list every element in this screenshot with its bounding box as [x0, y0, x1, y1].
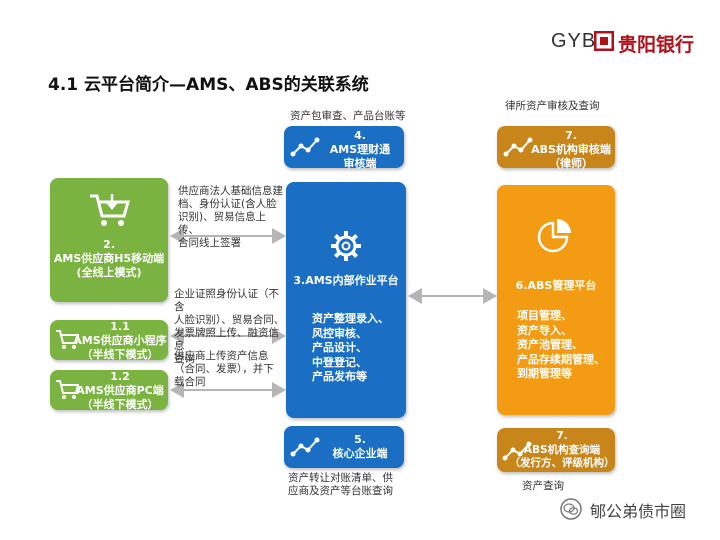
node-line: （律师）	[549, 157, 593, 170]
node-pc: 1.2 AMS供应商PC端 （半线下模式）	[50, 370, 168, 411]
bank-name: 贵阳银行	[618, 34, 695, 56]
node-num: 1.2	[110, 370, 130, 383]
label-line: 载合同	[174, 376, 206, 388]
node-line: （半线下模式）	[81, 348, 159, 361]
label-line: 识别)、贸易信息上传、	[178, 211, 267, 236]
node-title: 6.ABS管理平台	[515, 279, 597, 292]
list-item: 产品发布等	[312, 370, 367, 383]
list-item: 项目管理、	[517, 309, 572, 322]
label-line: 应商及资产等台账查询	[288, 485, 393, 497]
label-line: 合同线上签署	[178, 237, 241, 249]
node-num: 1.1	[110, 320, 130, 333]
node-line: ABS机构审核端	[531, 143, 611, 156]
list-item: 资产池管理、	[517, 338, 583, 351]
asset-query-label: 资产查询	[522, 480, 564, 492]
node-num: 4.	[354, 129, 366, 142]
label-line: （合同、发票），并下	[174, 363, 274, 375]
node-line: AMS供应商H5移动端	[53, 252, 165, 265]
list-item: 产品设计、	[312, 341, 367, 354]
node-line: AMS理财通	[329, 143, 391, 156]
list-item: 资产整理录入、	[312, 312, 389, 325]
watermark-text: 郇公弟债市圈	[590, 502, 687, 521]
chart-trend-icon	[503, 137, 533, 157]
node-ams-internal: 3.AMS内部作业平台 资产整理录入、 风控审核、 产品设计、 中登登记、 产品…	[286, 182, 406, 418]
node-line: AMS供应商PC端	[76, 384, 164, 397]
node-title: 3.AMS内部作业平台	[293, 274, 399, 287]
shopping-cart-icon	[90, 194, 130, 226]
node-num: 7.	[556, 430, 568, 442]
pie-chart-icon	[537, 219, 571, 253]
node-h5: 2. AMS供应商H5移动端 (全线上模式)	[50, 178, 168, 302]
list-item: 中登登记、	[312, 355, 367, 369]
node-num: 7.	[565, 129, 577, 142]
node-core-enterprise: 5. 核心企业端	[284, 426, 404, 468]
label-line: 查询	[174, 353, 195, 365]
node-line: (全线上模式)	[76, 266, 142, 279]
label-line: 供应商上传资产信息	[174, 350, 269, 362]
bank-logo-icon	[594, 31, 614, 51]
label-line: 资产转让对账清单、供	[288, 472, 393, 484]
list-item: 产品存续期管理、	[517, 352, 605, 366]
label-line: 档、身份认证(含人脸	[178, 198, 277, 210]
enterprise-cert-label: 企业证照身份认证（不含 人脸识别）、贸易合同、 发票牌照上传、融资信息 查询	[174, 288, 286, 366]
supplier-upload-label: 供应商上传资产信息 （合同、发票），并下 载合同	[174, 350, 286, 389]
shopping-cart-icon	[56, 380, 79, 399]
label-line: 供应商法人基础信息建	[178, 185, 283, 197]
node-line: AMS供应商小程序	[73, 334, 167, 347]
list-item: 风控审核、	[312, 326, 367, 340]
list-item: 到期管理等	[517, 367, 572, 380]
label-line: 发票牌照上传、融资信息	[174, 327, 279, 352]
node-abs-audit: 7. ABS机构审核端 （律师）	[497, 126, 615, 170]
label-line: 企业证照身份认证（不含	[174, 288, 279, 313]
node-mini-program: 1.1 AMS供应商小程序 （半线下模式）	[50, 320, 168, 361]
node-line: 审核端	[343, 157, 377, 170]
gear-icon	[331, 231, 361, 261]
node-line: 核心企业端	[332, 447, 388, 460]
wechat-icon	[560, 498, 582, 520]
chart-trend-icon	[502, 441, 532, 461]
label-line: 人脸识别）、贸易合同、	[174, 314, 285, 326]
node-num: 5.	[354, 433, 366, 446]
logo-text: GYB	[551, 30, 597, 52]
node-line: ABS机构查询端	[523, 443, 601, 456]
node-ams-finance: 4. AMS理财通 审核端	[284, 126, 404, 170]
node-abs-query: 7. ABS机构查询端 （发行方、评级机构）	[497, 428, 615, 472]
node-abs-mgmt: 6.ABS管理平台 项目管理、 资产导入、 资产池管理、 产品存续期管理、 到期…	[497, 185, 615, 415]
node-num: 2.	[103, 238, 115, 251]
chart-trend-icon	[290, 137, 320, 157]
top-review-label: 资产包审查、产品台账等	[290, 110, 406, 122]
chart-trend-icon	[290, 437, 320, 457]
list-item: 资产导入、	[517, 323, 572, 337]
node-line: （半线下模式）	[81, 398, 159, 411]
lawyer-review-label: 律所资产审核及查询	[505, 100, 600, 112]
supplier-info-label: 供应商法人基础信息建 档、身份认证(含人脸 识别)、贸易信息上传、 合同线上签署	[178, 185, 286, 250]
shopping-cart-icon	[56, 330, 79, 349]
node-line: （发行方、评级机构）	[509, 457, 615, 469]
core-transfer-label: 资产转让对账清单、供 应商及资产等台账查询	[288, 472, 408, 498]
page-title: 4.1 云平台简介—AMS、ABS的关联系统	[48, 75, 369, 95]
